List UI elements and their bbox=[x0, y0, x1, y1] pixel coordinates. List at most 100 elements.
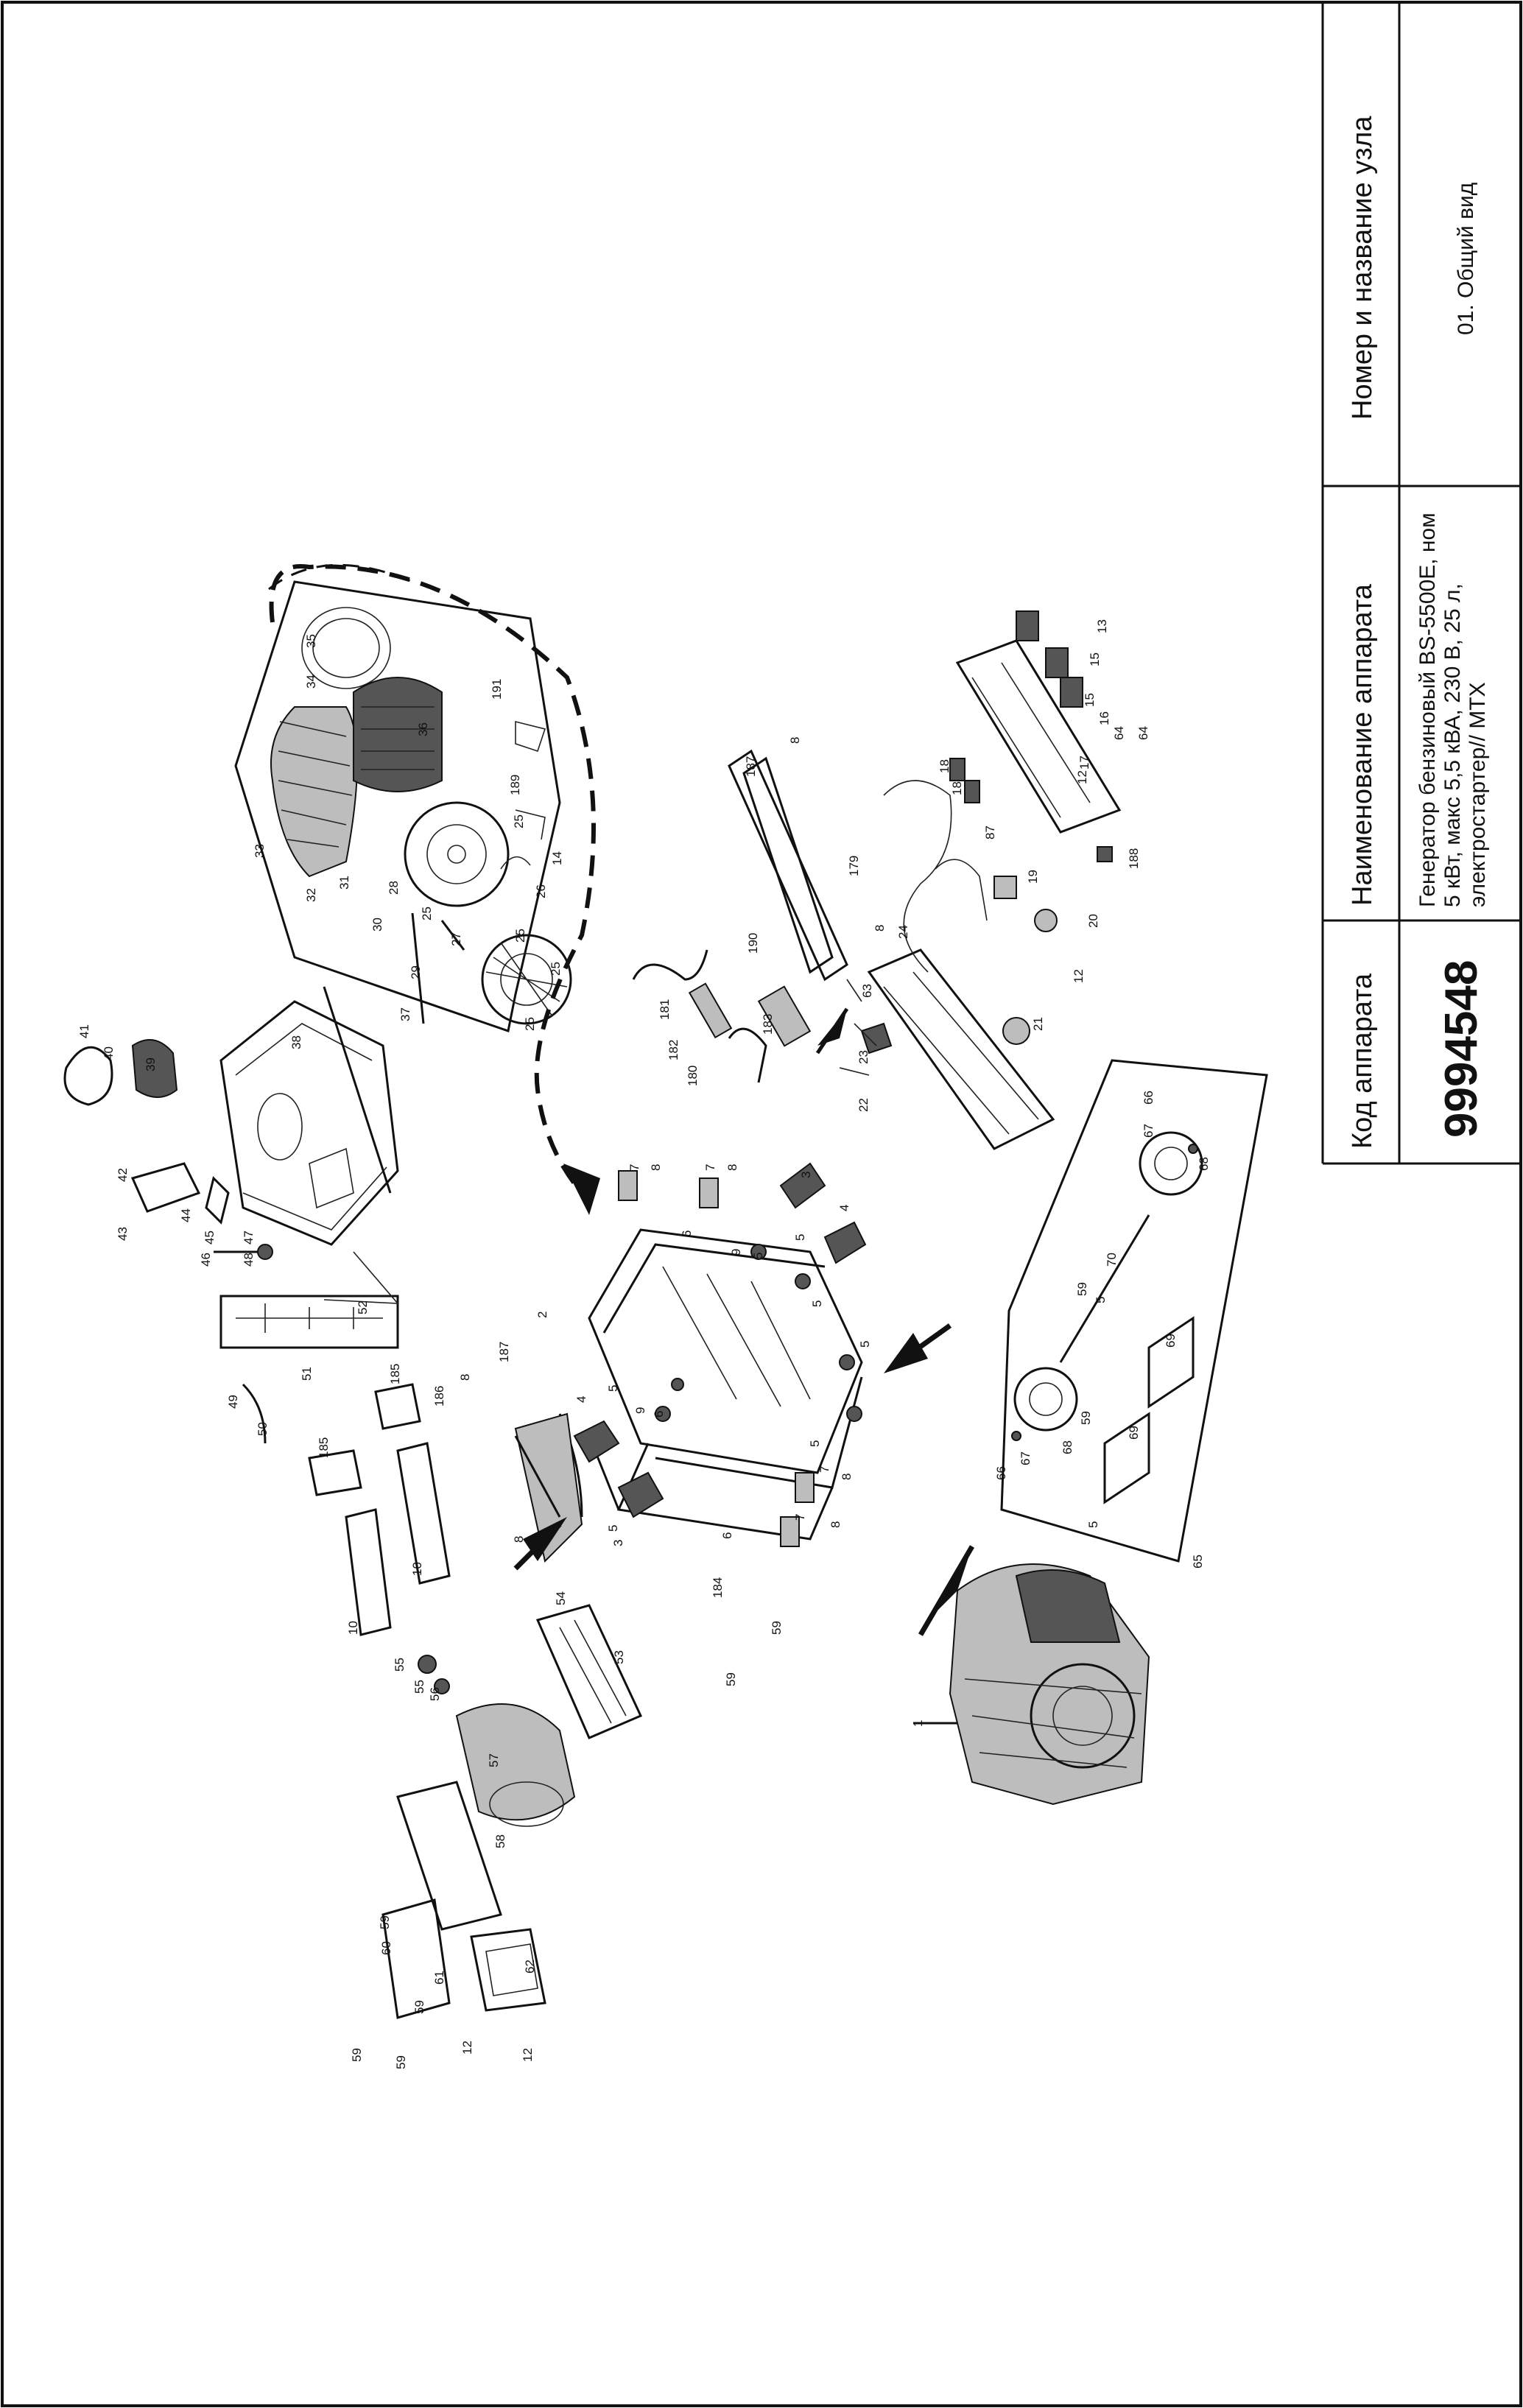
muffler bbox=[455, 1703, 576, 1821]
callout-183: 183 bbox=[761, 1014, 775, 1035]
callout-59: 59 bbox=[1079, 1411, 1093, 1425]
name-value-line-1: Генератор бензиновый BS-5500E, ном bbox=[1415, 513, 1440, 907]
callout-20: 20 bbox=[1086, 914, 1100, 928]
callout-13: 13 bbox=[1095, 619, 1109, 633]
callout-35: 35 bbox=[304, 634, 318, 648]
rubber-foot-1 bbox=[396, 1442, 451, 1585]
leg-bracket-2 bbox=[1147, 1316, 1195, 1409]
callout-18: 18 bbox=[950, 781, 964, 795]
callout-25: 25 bbox=[512, 814, 526, 828]
callout-179: 179 bbox=[847, 856, 861, 876]
callout-51: 51 bbox=[300, 1367, 314, 1381]
callout-8: 8 bbox=[512, 1536, 526, 1543]
callout-25: 25 bbox=[523, 1017, 537, 1031]
leg-bracket-1 bbox=[1103, 1412, 1150, 1504]
callout-9: 9 bbox=[633, 1407, 647, 1414]
exhaust-guard bbox=[396, 1781, 502, 1931]
callout-10: 10 bbox=[346, 1621, 360, 1635]
title-block: Код аппарата 9994548 Наименование аппара… bbox=[1321, 2, 1521, 1165]
unit-header: Номер и название узла bbox=[1347, 116, 1378, 420]
callout-19: 19 bbox=[1026, 870, 1040, 884]
callout-48: 48 bbox=[242, 1253, 256, 1267]
callout-43: 43 bbox=[116, 1227, 130, 1241]
callout-26: 26 bbox=[534, 884, 548, 898]
tie-bolt bbox=[411, 912, 425, 1024]
callout-8: 8 bbox=[873, 925, 887, 932]
callout-45: 45 bbox=[203, 1231, 217, 1245]
callout-54: 54 bbox=[554, 1591, 568, 1605]
foot-bracket-2 bbox=[308, 1449, 362, 1496]
dashed-link bbox=[269, 563, 596, 1194]
callout-55: 55 bbox=[412, 1680, 426, 1694]
callout-5: 5 bbox=[810, 1300, 824, 1307]
callout-12: 12 bbox=[460, 2041, 474, 2055]
callout-59: 59 bbox=[724, 1672, 738, 1686]
fuel-hose bbox=[242, 1383, 267, 1444]
callout-8: 8 bbox=[725, 1164, 739, 1171]
callout-17: 17 bbox=[1077, 756, 1091, 770]
callout-6: 6 bbox=[720, 1532, 734, 1539]
callout-2: 2 bbox=[535, 1312, 549, 1318]
fuel-tank-group bbox=[63, 986, 399, 1444]
callout-59: 59 bbox=[394, 2055, 408, 2069]
callout-46: 46 bbox=[199, 1253, 213, 1267]
callout-23: 23 bbox=[857, 1050, 870, 1064]
callout-187: 187 bbox=[497, 1342, 511, 1362]
callout-34: 34 bbox=[304, 675, 318, 689]
muffler-shield bbox=[535, 1604, 643, 1739]
mount-bracket-4 bbox=[617, 1471, 664, 1518]
callout-5: 5 bbox=[751, 1253, 765, 1259]
callout-185: 185 bbox=[317, 1437, 331, 1458]
callout-15: 15 bbox=[1083, 693, 1097, 707]
callout-12: 12 bbox=[521, 2048, 535, 2062]
callout-37: 37 bbox=[398, 1007, 412, 1021]
callout-9: 9 bbox=[729, 1249, 743, 1256]
callout-59: 59 bbox=[770, 1621, 784, 1635]
panel-cover bbox=[728, 749, 848, 982]
callout-8: 8 bbox=[458, 1374, 472, 1381]
callout-185: 185 bbox=[388, 1364, 402, 1384]
callout-5: 5 bbox=[793, 1234, 807, 1241]
callout-61: 61 bbox=[432, 1971, 446, 1985]
stator-housing bbox=[353, 677, 443, 792]
stator-ring bbox=[301, 607, 391, 689]
callout-59: 59 bbox=[378, 1915, 392, 1929]
callout-25: 25 bbox=[549, 962, 563, 976]
callout-4: 4 bbox=[837, 1205, 851, 1211]
callout-12: 12 bbox=[1075, 770, 1089, 784]
callout-189: 189 bbox=[508, 775, 522, 795]
callout-38: 38 bbox=[289, 1035, 303, 1049]
callout-63: 63 bbox=[860, 984, 874, 998]
callout-70: 70 bbox=[1105, 1253, 1119, 1267]
callout-56: 56 bbox=[428, 1687, 442, 1701]
callout-3: 3 bbox=[611, 1540, 625, 1546]
foot-bracket-1 bbox=[374, 1383, 421, 1430]
wheel-axle bbox=[1059, 1214, 1150, 1363]
fan-disc bbox=[481, 934, 572, 1025]
callout-57: 57 bbox=[487, 1753, 501, 1767]
callout-190: 190 bbox=[746, 933, 760, 954]
callout-53: 53 bbox=[612, 1650, 626, 1664]
callout-69: 69 bbox=[1164, 1334, 1178, 1348]
callout-182: 182 bbox=[666, 1040, 680, 1060]
callout-62: 62 bbox=[523, 1960, 537, 1974]
heat-shield bbox=[470, 1928, 546, 2012]
callout-25: 25 bbox=[513, 929, 527, 943]
engine-group bbox=[913, 1545, 1150, 1806]
callout-7: 7 bbox=[817, 1466, 831, 1473]
callout-18: 18 bbox=[938, 759, 952, 773]
callout-12: 12 bbox=[1072, 969, 1086, 983]
fuel-cap bbox=[63, 1046, 113, 1106]
callout-5: 5 bbox=[606, 1525, 620, 1532]
rubber-foot-2 bbox=[345, 1508, 392, 1636]
callout-187: 187 bbox=[744, 756, 758, 777]
callout-5: 5 bbox=[1094, 1297, 1108, 1303]
frame-rail bbox=[514, 1412, 583, 1563]
callout-68: 68 bbox=[1197, 1157, 1211, 1171]
wheel-kit-group bbox=[1000, 1059, 1268, 1563]
callout-7: 7 bbox=[793, 1514, 807, 1521]
name-header: Наименование аппарата bbox=[1347, 583, 1378, 906]
mount-bracket-3 bbox=[823, 1221, 867, 1264]
callout-5: 5 bbox=[1086, 1521, 1100, 1528]
